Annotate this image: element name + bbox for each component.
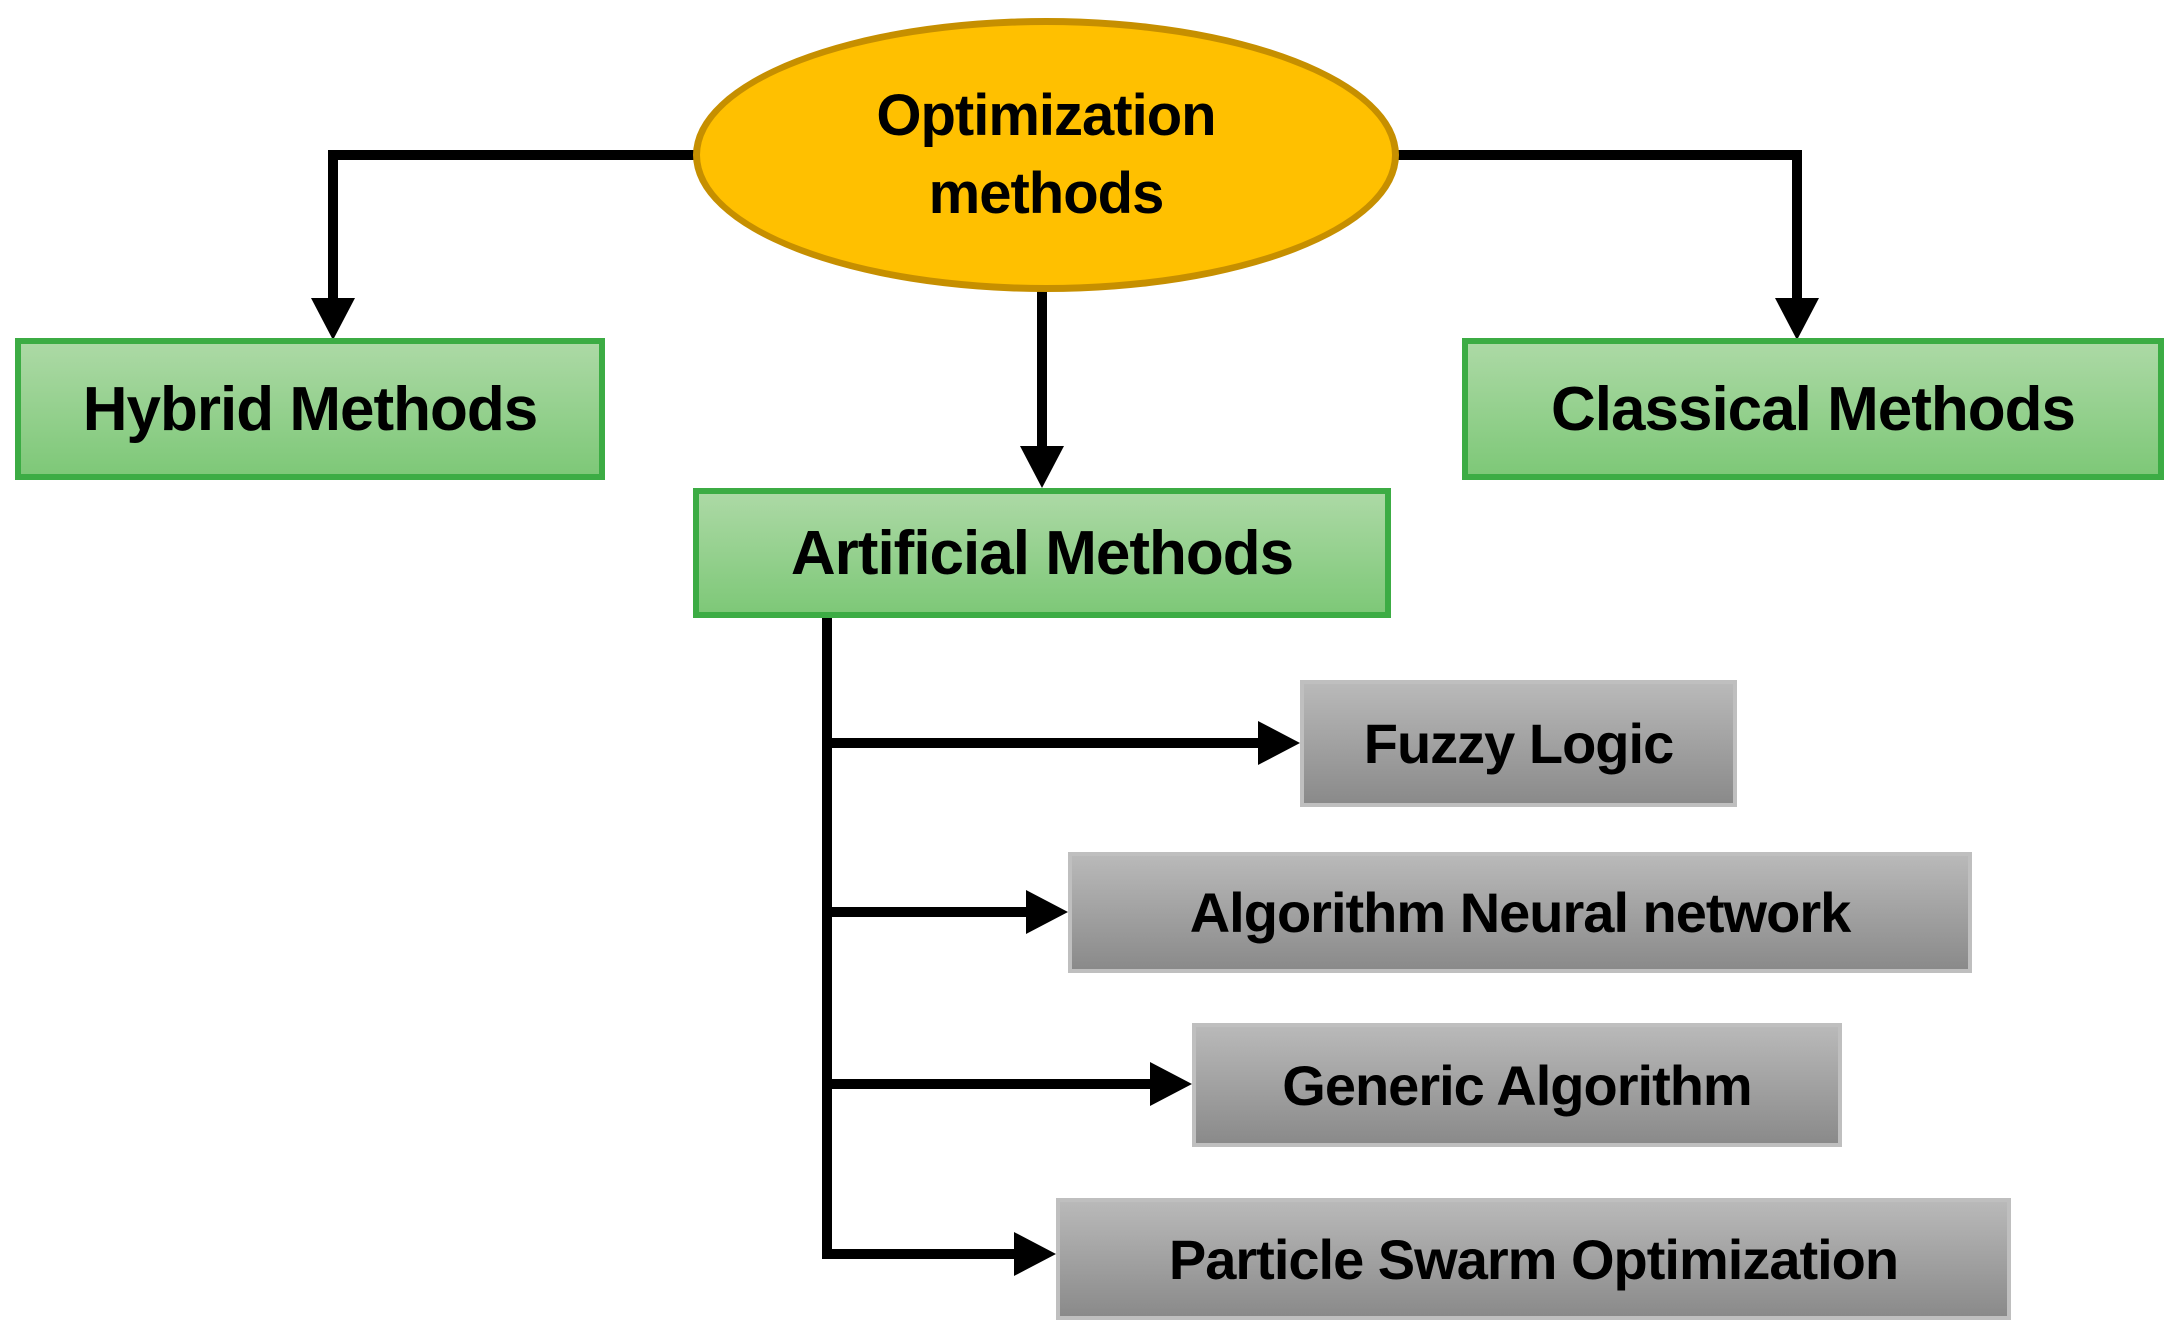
arrowhead-hybrid: [311, 298, 355, 340]
arrowhead-generic: [1150, 1062, 1192, 1106]
node-fuzzy-logic: Fuzzy Logic: [1300, 680, 1737, 807]
root-node-optimization-methods: Optimization methods: [693, 18, 1399, 292]
generic-algorithm-label: Generic Algorithm: [1282, 1053, 1752, 1117]
arrowhead-ann: [1026, 890, 1068, 934]
arrowhead-pso: [1014, 1232, 1056, 1276]
arrowhead-classical: [1775, 298, 1819, 340]
algorithm-neural-network-label: Algorithm Neural network: [1189, 881, 1852, 944]
node-hybrid-methods: Hybrid Methods: [15, 338, 605, 480]
node-algorithm-neural-network: Algorithm Neural network: [1068, 852, 1972, 973]
node-classical-methods: Classical Methods: [1462, 338, 2164, 480]
node-particle-swarm-optimization: Particle Swarm Optimization: [1056, 1198, 2011, 1320]
classical-methods-label: Classical Methods: [1551, 374, 2076, 444]
node-generic-algorithm: Generic Algorithm: [1192, 1023, 1842, 1147]
node-artificial-methods: Artificial Methods: [693, 488, 1391, 618]
arrowhead-artificial: [1020, 446, 1064, 488]
particle-swarm-optimization-label: Particle Swarm Optimization: [1168, 1227, 1899, 1291]
artificial-methods-label: Artificial Methods: [790, 518, 1294, 588]
edge-root-hybrid: [328, 150, 700, 300]
arrowhead-fuzzy: [1258, 721, 1300, 765]
root-node-label: Optimization methods: [876, 82, 1216, 226]
edge-root-classical: [1395, 150, 1802, 300]
fuzzy-logic-label: Fuzzy Logic: [1363, 712, 1674, 775]
hybrid-methods-label: Hybrid Methods: [82, 374, 538, 444]
